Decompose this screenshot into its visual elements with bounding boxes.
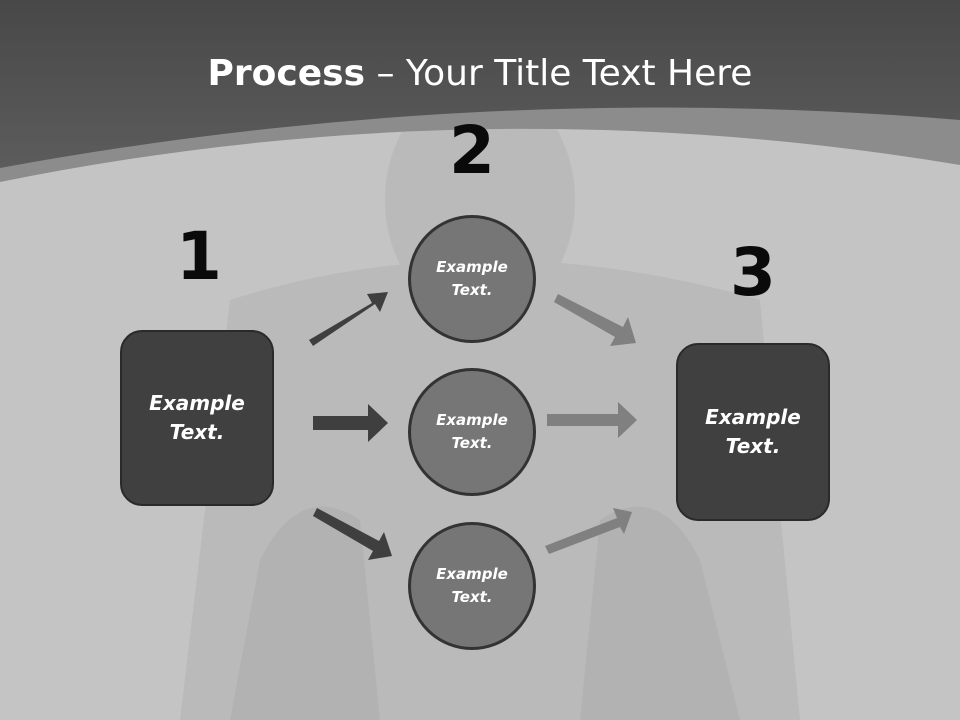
arrow-from-middle xyxy=(547,402,637,438)
step-1-box: Example Text. xyxy=(120,330,274,506)
circle-top: Example Text. xyxy=(408,215,536,343)
arrow-from-bottom xyxy=(545,508,632,554)
circle-middle: Example Text. xyxy=(408,368,536,496)
arrow-to-middle xyxy=(313,404,388,442)
arrow-to-top xyxy=(309,292,388,346)
title-bold: Process xyxy=(207,53,366,94)
title-rest: – Your Title Text Here xyxy=(365,53,753,94)
circle-bottom: Example Text. xyxy=(408,522,536,650)
step-number-1: 1 xyxy=(176,218,222,295)
step-3-box: Example Text. xyxy=(676,343,830,521)
header-bar xyxy=(0,0,960,168)
step-number-3: 3 xyxy=(730,234,776,311)
arrow-from-top xyxy=(554,294,636,346)
step-number-2: 2 xyxy=(449,112,495,189)
arrow-to-bottom xyxy=(313,508,392,560)
slide-title: Process – Your Title Text Here xyxy=(0,52,960,96)
